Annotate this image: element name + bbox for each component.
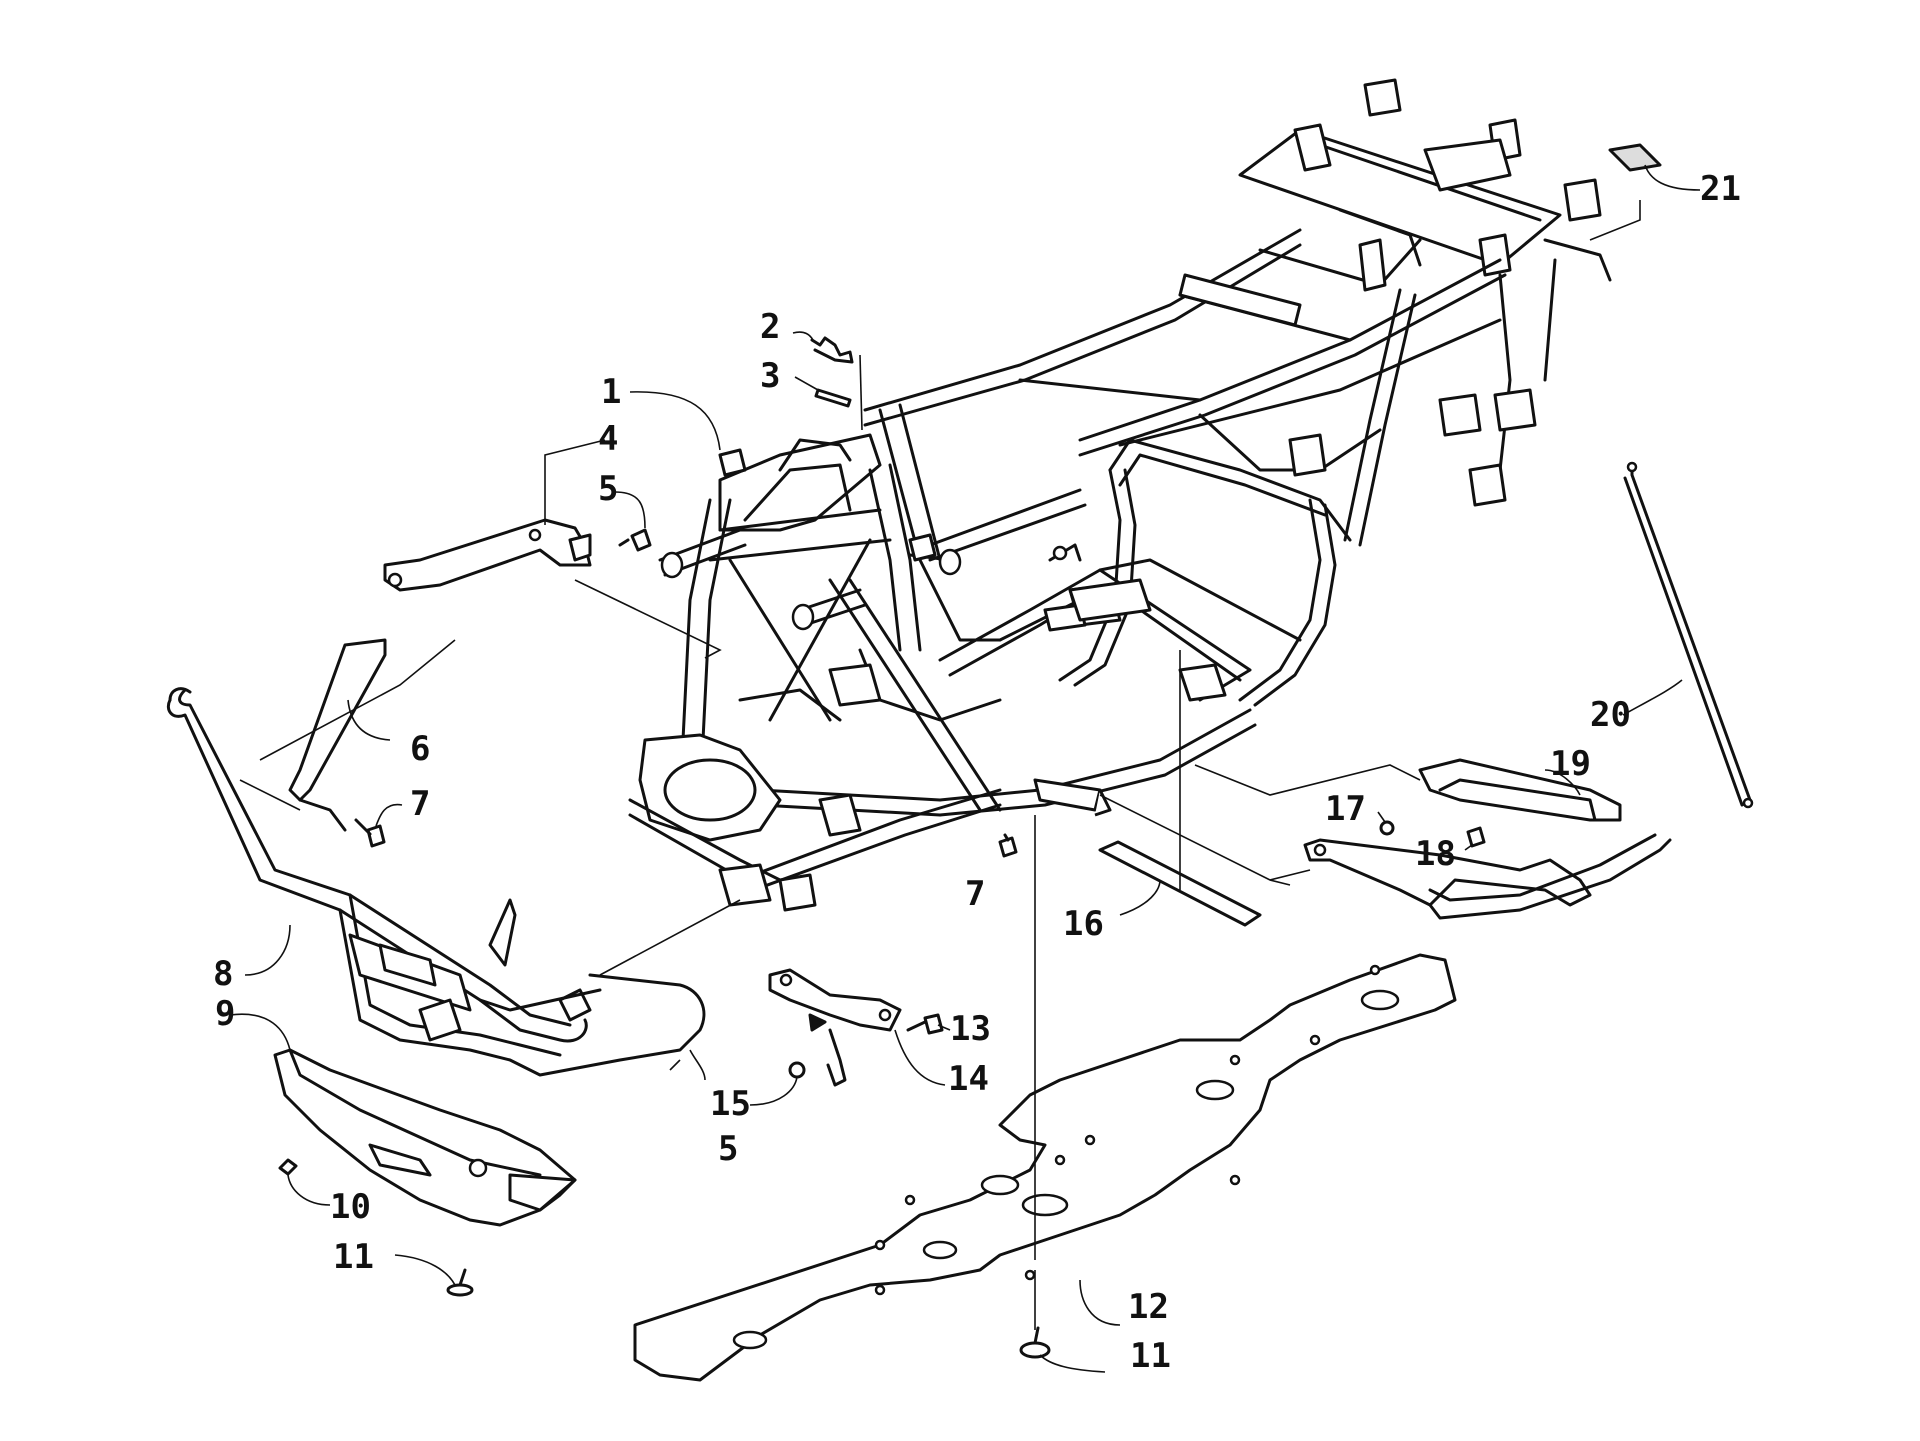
callout-20: 20 (1590, 695, 1631, 735)
front-bracket (383, 518, 592, 592)
bolt-center (998, 833, 1018, 858)
callout-13: 13 (950, 1009, 991, 1049)
callout-5-top: 5 (598, 469, 618, 509)
callout-7-center: 7 (965, 874, 985, 914)
callout-9: 9 (215, 994, 235, 1034)
nut-15 (788, 1061, 806, 1079)
screw-10 (278, 1158, 298, 1176)
callout-11-bottom: 11 (1130, 1336, 1171, 1376)
front-bumper (166, 687, 706, 1077)
bolt-17 (1379, 820, 1395, 836)
callout-3: 3 (760, 356, 780, 396)
callout-16: 16 (1063, 904, 1104, 944)
pin-part (814, 388, 852, 408)
callout-18: 18 (1415, 834, 1456, 874)
callout-11-left: 11 (333, 1237, 374, 1277)
clip-part (810, 336, 854, 364)
callout-2: 2 (760, 307, 780, 347)
callout-14: 14 (948, 1059, 989, 1099)
bolt-top (618, 528, 652, 552)
callout-1: 1 (601, 372, 621, 412)
front-skid-guard (273, 1048, 577, 1227)
callout-21: 21 (1700, 169, 1741, 209)
callout-17: 17 (1325, 789, 1366, 829)
callout-10: 10 (330, 1187, 371, 1227)
main-frame (628, 78, 1612, 912)
bumper-strut (288, 638, 387, 802)
rear-bracket-19 (1303, 758, 1672, 920)
callout-19: 19 (1550, 744, 1591, 784)
leader-lines (229, 164, 1701, 1373)
screw-11-bottom (1019, 1326, 1051, 1359)
callout-8: 8 (213, 954, 233, 994)
callout-7-left: 7 (410, 784, 430, 824)
callout-6: 6 (410, 729, 430, 769)
bolt-13 (906, 1013, 944, 1035)
callout-4: 4 (598, 419, 618, 459)
bolt-left (354, 818, 386, 848)
screw-11-left (446, 1268, 474, 1297)
bolt-18 (1466, 826, 1486, 848)
callout-labels: 1 2 3 4 5 5 6 7 7 8 9 10 11 11 12 13 14 … (213, 169, 1741, 1376)
callout-15: 15 (710, 1084, 751, 1124)
decal-21 (1608, 143, 1662, 172)
callout-5-bottom: 5 (718, 1129, 738, 1169)
rod-20 (1623, 461, 1754, 809)
callout-12: 12 (1128, 1287, 1169, 1327)
main-skid-plate (633, 953, 1457, 1382)
bracket-14 (768, 968, 902, 1087)
